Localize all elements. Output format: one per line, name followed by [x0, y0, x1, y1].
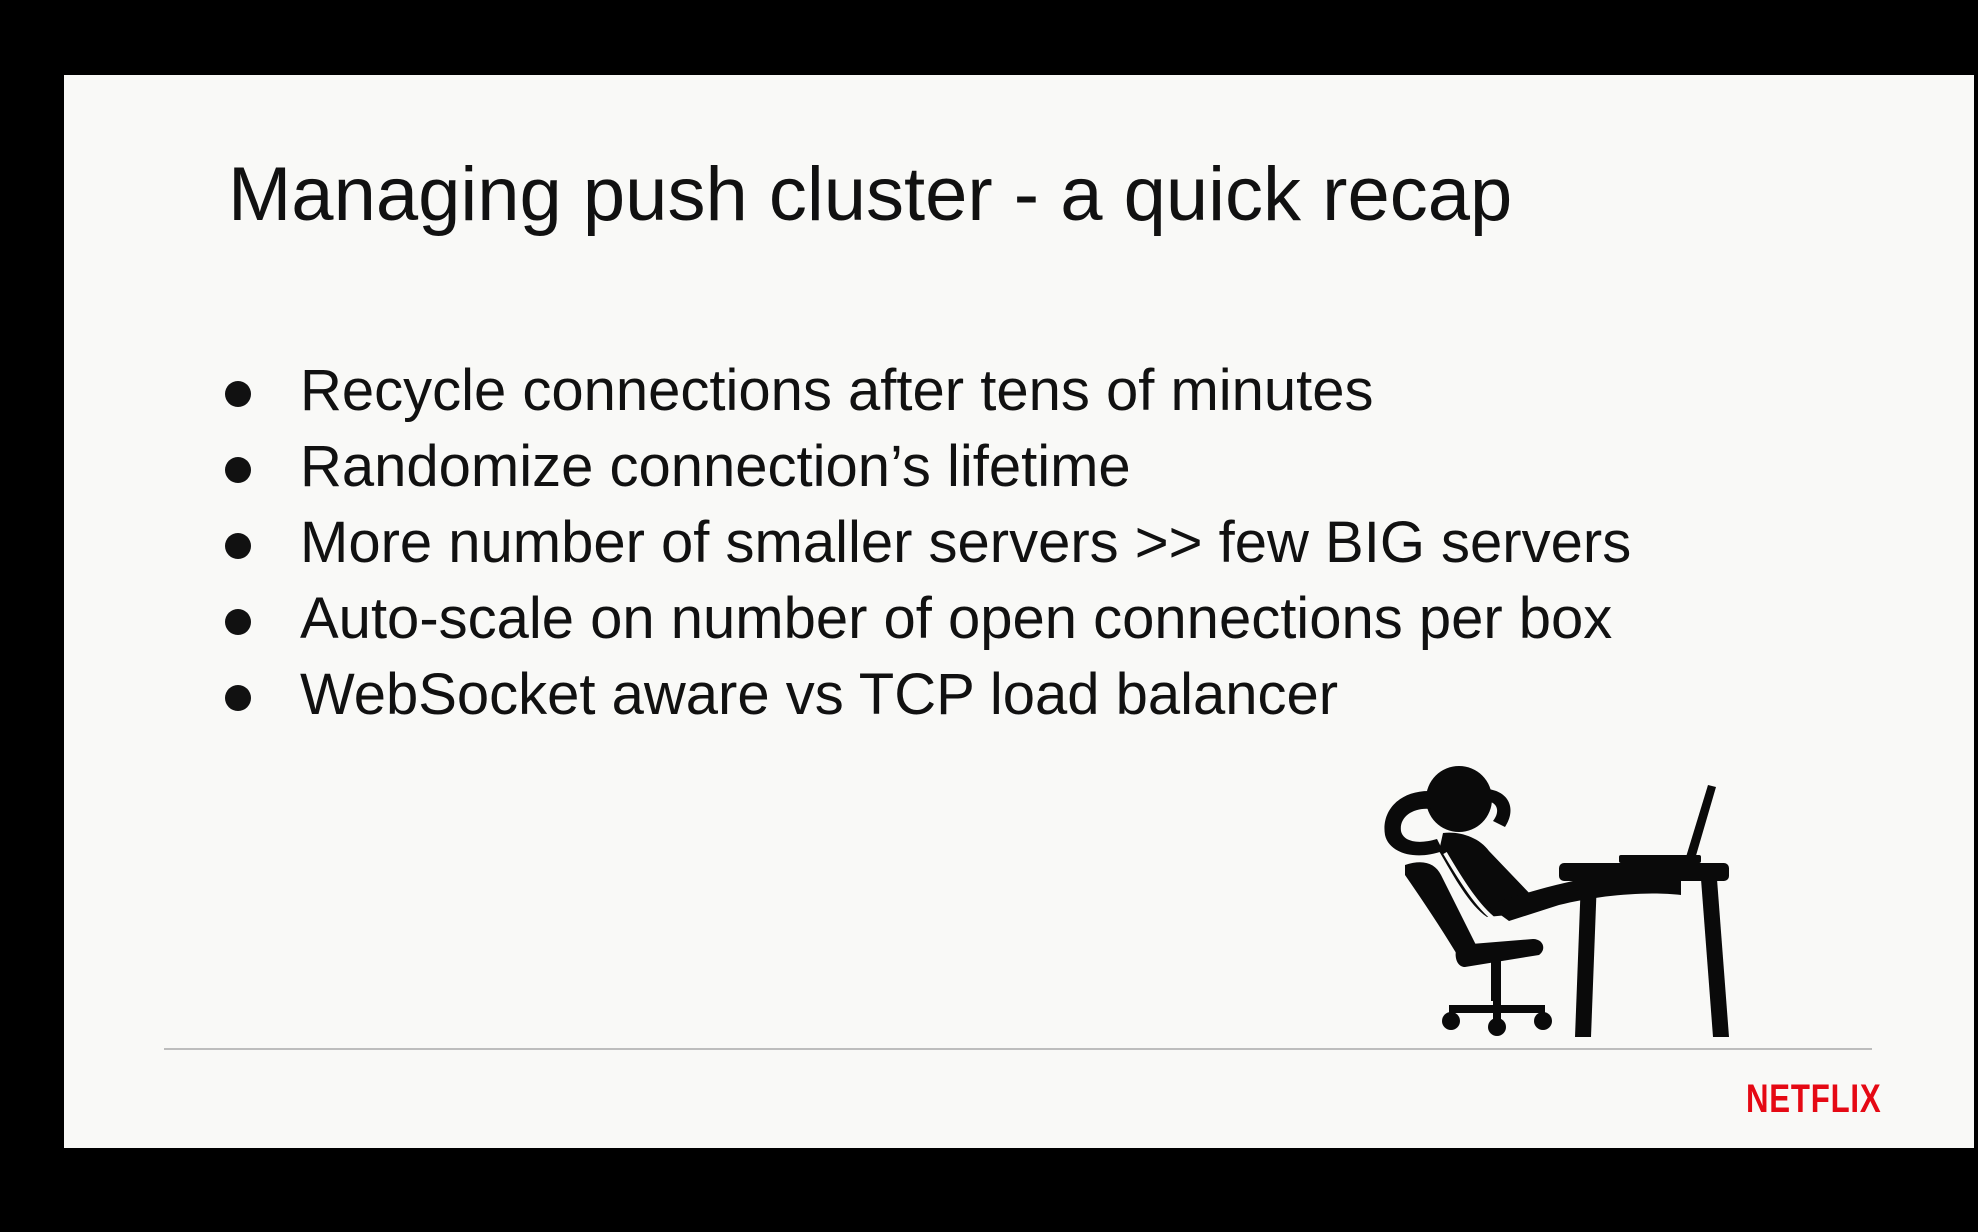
bullet-text: Randomize connection’s lifetime [300, 434, 1131, 499]
bullet-text: Recycle connections after tens of minute… [300, 358, 1374, 423]
bullet-text: WebSocket aware vs TCP load balancer [300, 662, 1339, 727]
netflix-logo: NETFLIX [1746, 1077, 1882, 1121]
bullet-dot-icon [225, 457, 251, 483]
bullet-dot-icon [225, 533, 251, 559]
bullet-dot-icon [225, 685, 251, 711]
slide-title: Managing push cluster - a quick recap [228, 152, 1513, 237]
bullet-dot-icon [225, 609, 251, 635]
divider-line [164, 1048, 1872, 1050]
slide: Managing push cluster - a quick recap Re… [64, 75, 1974, 1148]
relaxed-person-at-desk-icon [1384, 766, 1729, 1037]
bullet-text: Auto-scale on number of open connections… [300, 586, 1613, 651]
bullet-dot-icon [225, 381, 251, 407]
bullet-text: More number of smaller servers >> few BI… [300, 510, 1632, 575]
